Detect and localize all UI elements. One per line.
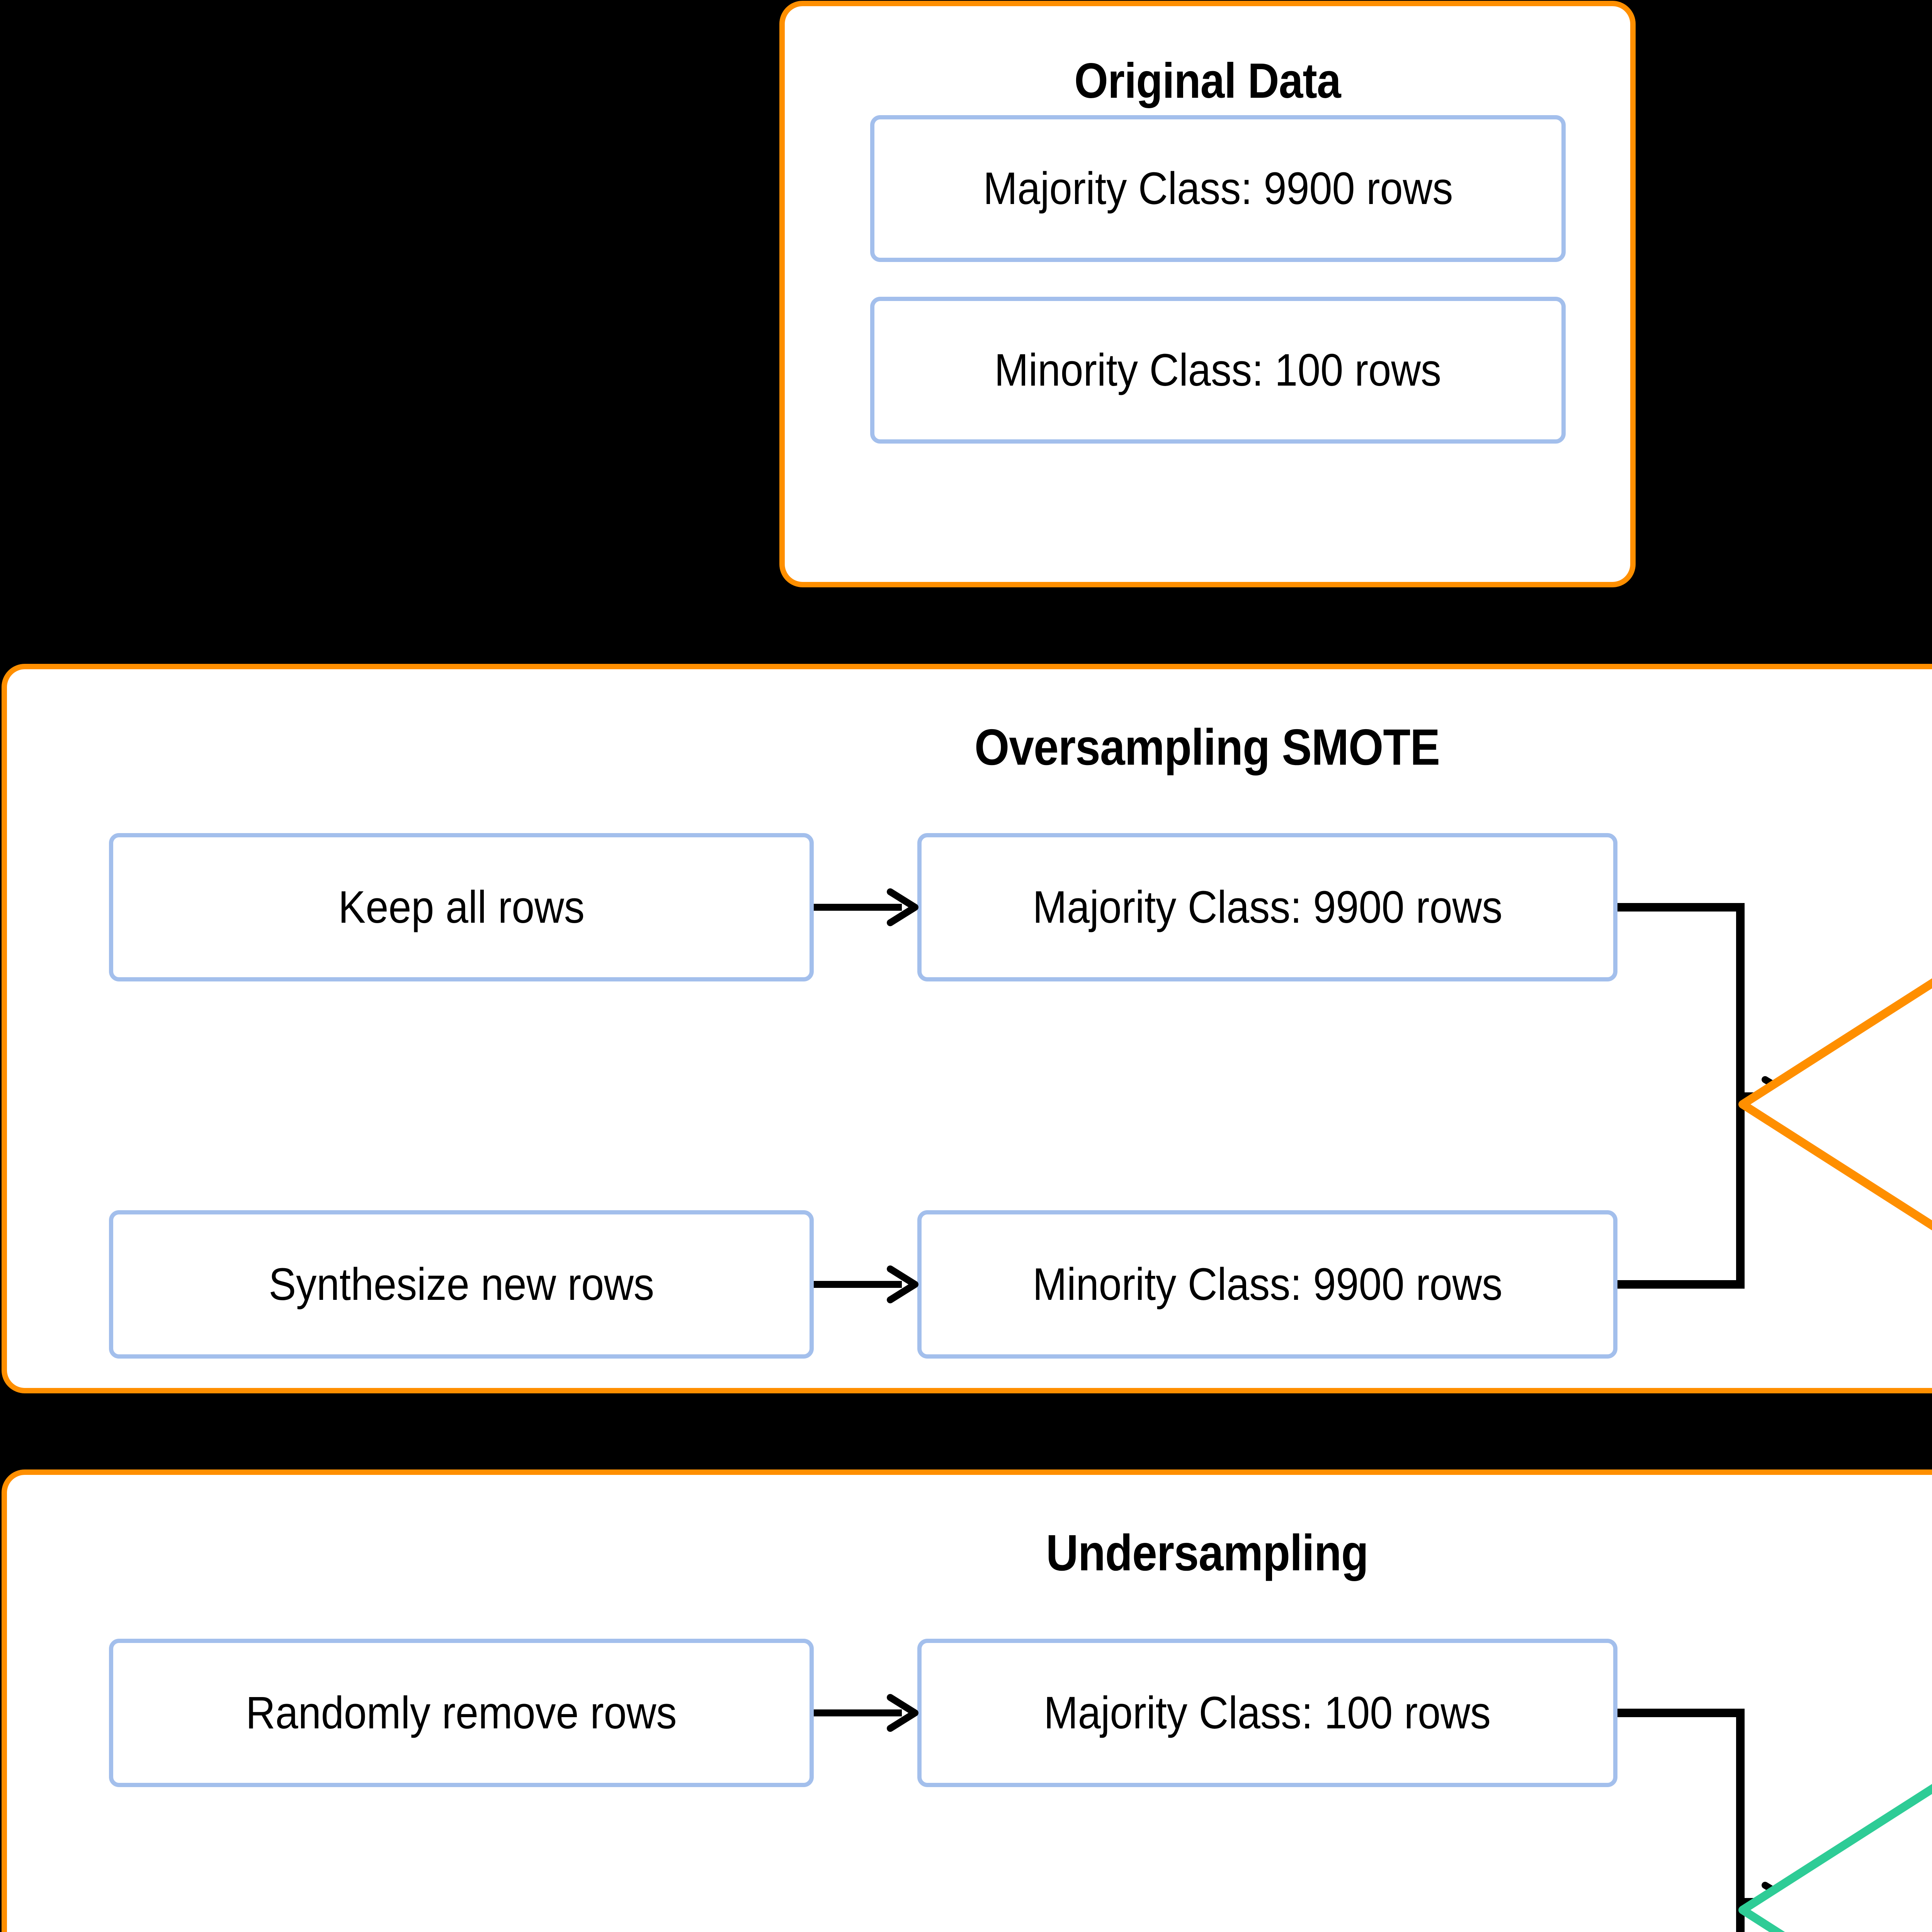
smote-arrow-minority <box>814 1261 918 1308</box>
smote-action-box-minority: Synthesize new rows <box>109 1210 814 1359</box>
undersampling-action-box-majority: Randomly remove rows <box>109 1639 814 1787</box>
undersampling-action-label-majority: Randomly remove rows <box>246 1687 677 1738</box>
original-data-panel: Original Data Majority Class: 9900 rows … <box>779 1 1636 587</box>
original-minority-label: Minority Class: 100 rows <box>994 345 1442 396</box>
smote-action-label-majority: Keep all rows <box>338 882 585 933</box>
smote-result-box-majority: Majority Class: 9900 rows <box>917 833 1617 981</box>
smote-result-label-minority: Minority Class: 9900 rows <box>1032 1259 1502 1310</box>
smote-arrow-majority <box>814 884 918 930</box>
undersampling-panel: Undersampling Randomly remove rows Keep … <box>2 1469 1932 1932</box>
undersampling-result-label-majority: Majority Class: 100 rows <box>1044 1687 1491 1738</box>
smote-result-label-majority: Majority Class: 9900 rows <box>1032 882 1502 933</box>
oversampling-smote-title: Oversampling SMOTE <box>974 719 1440 776</box>
original-majority-box: Majority Class: 9900 rows <box>870 115 1566 262</box>
undersampling-diamond-line1: Balanced <box>1764 1901 1932 1932</box>
undersampling-diamond-label: Balanced Dataset <box>1734 1825 1932 1932</box>
undersampling-result-box-majority: Majority Class: 100 rows <box>917 1639 1617 1787</box>
undersampling-arrow-majority <box>814 1690 918 1736</box>
smote-diamond-line2: Dataset <box>1764 1248 1932 1325</box>
original-data-title: Original Data <box>1074 53 1341 109</box>
smote-diamond-line1: Balanced <box>1764 1096 1932 1172</box>
smote-diamond-label: Balanced Dataset <box>1734 1019 1932 1401</box>
undersampling-balanced-dataset-diamond: Balanced Dataset <box>1734 1717 1932 1932</box>
original-minority-box: Minority Class: 100 rows <box>870 297 1566 444</box>
smote-balanced-dataset-diamond: Balanced Dataset <box>1734 911 1932 1298</box>
smote-result-box-minority: Minority Class: 9900 rows <box>917 1210 1617 1359</box>
original-majority-label: Majority Class: 9900 rows <box>983 163 1453 214</box>
smote-action-box-majority: Keep all rows <box>109 833 814 981</box>
undersampling-title: Undersampling <box>1046 1524 1369 1581</box>
oversampling-smote-panel: Oversampling SMOTE Keep all rows Synthes… <box>2 664 1932 1393</box>
smote-action-label-minority: Synthesize new rows <box>269 1259 654 1310</box>
